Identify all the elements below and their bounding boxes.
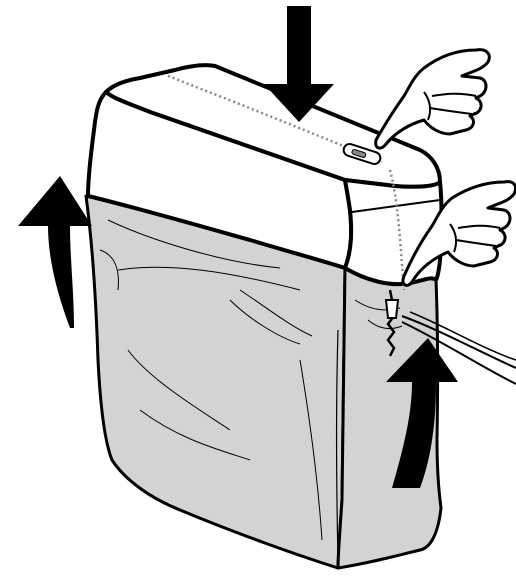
curved-arrow-up-icon: [18, 176, 92, 328]
zipper-slider-icon: [386, 300, 398, 318]
hand-top-outline: [376, 50, 490, 148]
pointing-hand-icon: [376, 50, 490, 148]
